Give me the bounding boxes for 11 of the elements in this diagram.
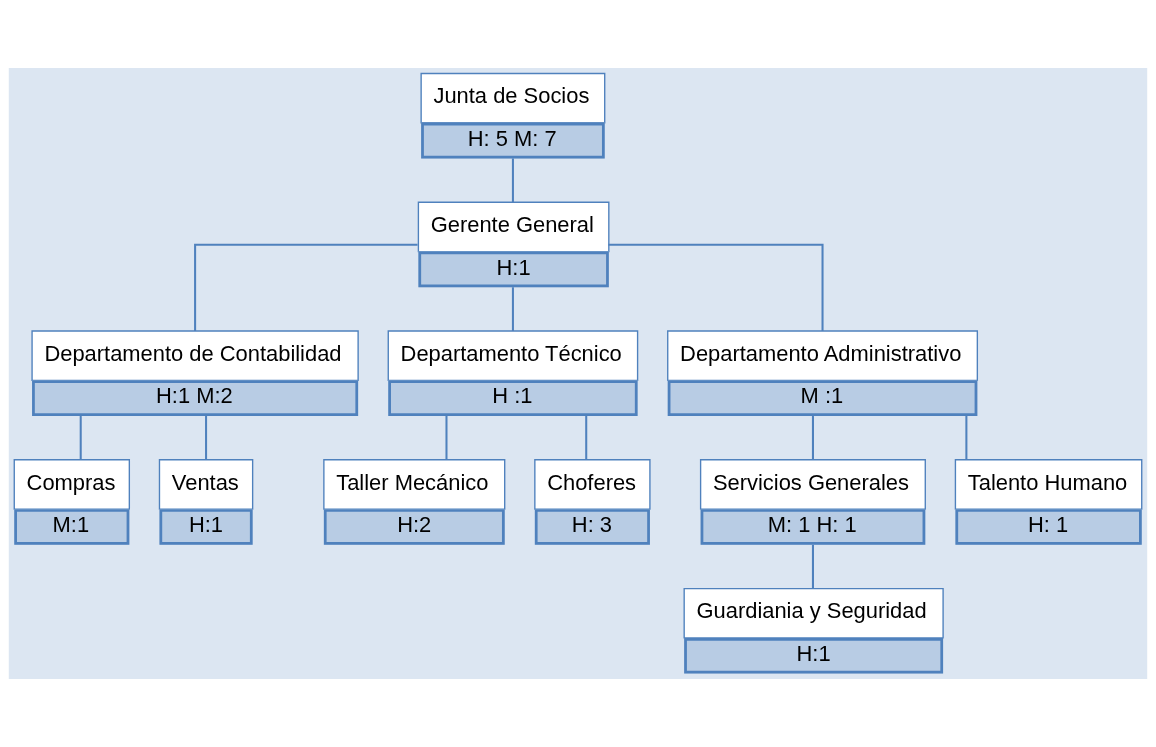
connector — [79, 416, 82, 460]
connector — [445, 416, 448, 460]
connector — [608, 243, 824, 331]
connector — [511, 287, 514, 331]
connector — [585, 416, 588, 460]
connector — [194, 243, 418, 331]
connector — [205, 416, 208, 460]
connector — [511, 158, 514, 203]
connector — [811, 416, 814, 460]
connector — [965, 416, 968, 460]
connector — [811, 544, 814, 589]
